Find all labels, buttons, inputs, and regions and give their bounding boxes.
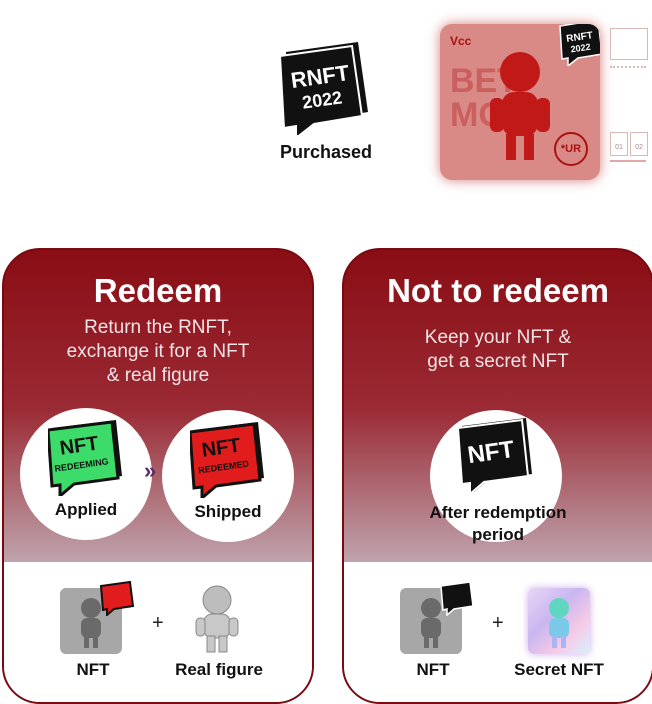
side-doc-01: 01 [610, 132, 628, 156]
redeem-title: Redeem [93, 272, 223, 309]
plus-sign-2: + [492, 612, 504, 634]
nft-badge-text: NFT [466, 436, 516, 469]
not-redeem-subtitle-line1: Keep your NFT & [424, 327, 572, 348]
side-doc-02: 02 [630, 132, 648, 156]
purchased-label: Purchased [279, 142, 373, 162]
not-redeem-title: Not to redeem [387, 272, 609, 309]
after-period-line1: After redemption [429, 503, 567, 522]
nft-redeemed-small-icon [100, 580, 134, 616]
redeem-subtitle-line3: & real figure [106, 365, 210, 386]
secret-figure-icon [549, 598, 569, 648]
figure-silhouette-icon [421, 598, 441, 648]
applied-circle: NFT REDEEMING Applied [20, 408, 152, 540]
not-redeem-subtitle: Keep your NFT & get a secret NFT [364, 326, 632, 374]
after-period-circle: NFT [430, 410, 562, 542]
redeeming-badge-line1: NFT [58, 432, 100, 459]
not-redeem-panel: Not to redeem Keep your NFT & get a secr… [342, 248, 652, 704]
nft-redeeming-icon: NFT REDEEMING [48, 420, 122, 496]
nft-card-thumbnail [60, 580, 134, 654]
side-doc-lines [610, 66, 646, 86]
nft-label-2: NFT [416, 660, 450, 679]
card-rnft-badge-icon: RNFT 2022 [559, 24, 600, 66]
after-period-line2: period [472, 525, 524, 544]
side-doc-top [610, 28, 648, 60]
product-card: Vcc BET MO *UR RNFT 2022 [440, 24, 600, 180]
real-figure-icon [195, 585, 239, 653]
real-figure-label: Real figure [175, 660, 263, 679]
nft-card-thumbnail-2 [400, 581, 474, 654]
redeem-subtitle: Return the RNFT, exchange it for a NFT &… [24, 316, 292, 388]
secret-nft-label: Secret NFT [514, 660, 604, 679]
side-doc-bar [610, 160, 646, 162]
nft-small-badge-icon [440, 581, 474, 616]
shipped-circle: NFT REDEEMED Shipped [162, 410, 294, 542]
not-redeem-bottom-area [344, 562, 652, 702]
card-brand: Vcc [450, 34, 472, 48]
secret-nft-card [528, 588, 590, 654]
rnft-badge-icon: RNFT 2022 [278, 40, 372, 141]
figure-silhouette-icon [490, 52, 550, 160]
card-badge-line2: 2022 [570, 42, 591, 55]
redeemed-badge-line1: NFT [200, 434, 242, 461]
redeem-bottom-area [4, 562, 312, 702]
redeem-panel: Redeem Return the RNFT, exchange it for … [2, 248, 314, 704]
redeem-subtitle-line1: Return the RNFT, [84, 317, 232, 338]
nft-redeemed-icon: NFT REDEEMED [190, 422, 264, 498]
card-badge-line1: RNFT [566, 30, 594, 45]
after-period-label: After redemption period [384, 502, 612, 546]
card-ur-mark: *UR [554, 132, 588, 166]
nft-badge-icon: NFT [458, 418, 532, 494]
figure-silhouette-icon [81, 598, 101, 648]
applied-label: Applied [54, 500, 118, 519]
next-arrow-icon: » [144, 458, 157, 483]
shipped-label: Shipped [194, 502, 262, 521]
nft-label: NFT [76, 660, 110, 679]
not-redeem-subtitle-line2: get a secret NFT [427, 351, 569, 372]
plus-sign: + [152, 612, 164, 634]
redeem-subtitle-line2: exchange it for a NFT [66, 341, 250, 362]
